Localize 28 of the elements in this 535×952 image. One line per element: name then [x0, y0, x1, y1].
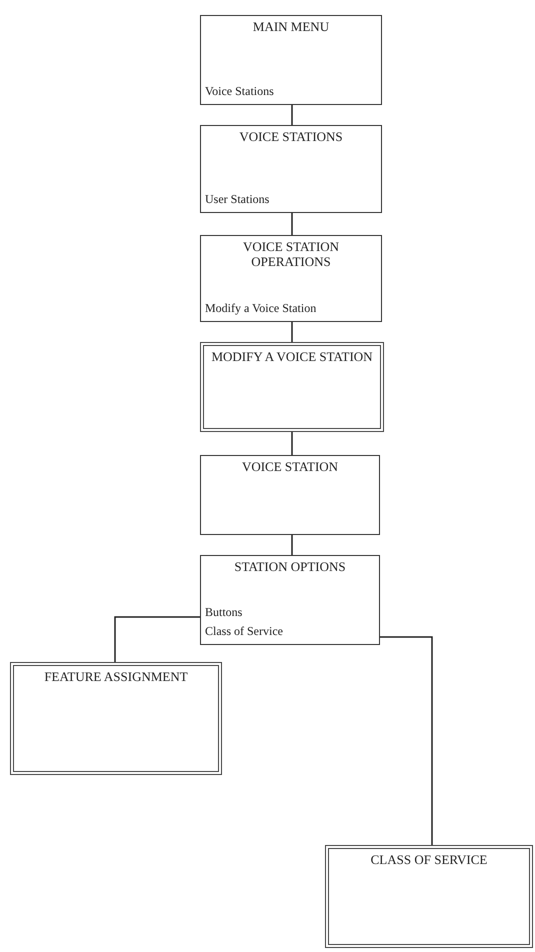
- menu-option: Voice Stations: [205, 82, 377, 101]
- menu-option: Buttons: [205, 603, 375, 622]
- screen-title: STATION OPTIONS: [233, 559, 347, 574]
- menu-screen-box: [200, 342, 384, 432]
- menu-option: Modify a Voice Station: [205, 299, 377, 318]
- menu-screen-box: [200, 15, 382, 105]
- connector-line: [291, 213, 293, 235]
- menu-screen-box: [10, 662, 222, 775]
- connector-line: [114, 616, 200, 662]
- connector-line: [291, 105, 293, 125]
- menu-screen-box: [200, 455, 380, 535]
- connector-line: [291, 535, 293, 555]
- connector-line: [380, 636, 433, 845]
- menu-option: User Stations: [205, 190, 377, 209]
- menu-screen-box: [200, 235, 382, 322]
- menu-screen-box: [200, 125, 382, 213]
- screen-title: MODIFY A VOICE STATION: [210, 349, 374, 364]
- screen-title: MAIN MENU: [252, 19, 330, 34]
- screen-title: FEATURE ASSIGNMENT: [43, 669, 189, 684]
- menu-screen-box: [200, 555, 380, 645]
- screen-title: CLASS OF SERVICE: [370, 852, 488, 867]
- connector-line: [291, 432, 293, 455]
- connector-line: [291, 322, 293, 342]
- screen-title: VOICE STATION: [240, 459, 340, 474]
- menu-screen-box: [325, 845, 533, 948]
- screen-title: VOICE STATIONS: [238, 129, 344, 144]
- menu-option: Class of Service: [205, 622, 375, 641]
- screen-title: VOICE STATION OPERATIONS: [242, 239, 340, 269]
